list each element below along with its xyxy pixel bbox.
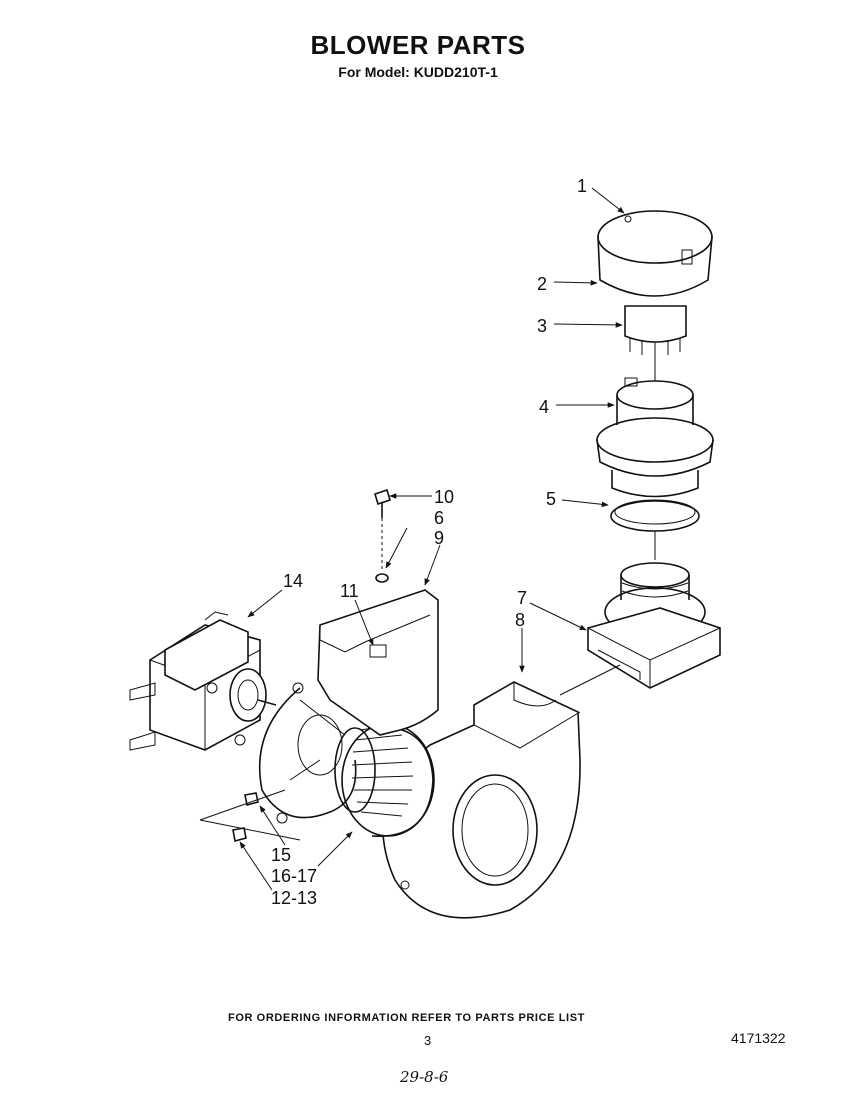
- mounting-plate-part: [317, 589, 439, 736]
- callout-10: 10: [434, 487, 454, 507]
- callout-labels: 1 2 3 4 5 7 8 10 6 9 14 11 15 16-17 12-1…: [271, 176, 587, 908]
- callout-7: 7: [517, 588, 527, 608]
- small-screws-part: [199, 789, 301, 843]
- page-number: 3: [424, 1033, 432, 1048]
- screw-washer-part: [374, 488, 391, 583]
- leader-arrows: [239, 187, 625, 891]
- callout-16-17: 16-17: [271, 866, 317, 886]
- handwritten-note: 29-8-6: [400, 1068, 449, 1086]
- page-title: BLOWER PARTS: [310, 30, 526, 60]
- callout-15: 15: [271, 845, 291, 865]
- callout-4: 4: [539, 397, 549, 417]
- terminal-block-part: [624, 305, 687, 388]
- blower-housing-part: [381, 681, 581, 919]
- model-subtitle: For Model: KUDD210T-1: [338, 64, 498, 80]
- callout-11: 11: [340, 581, 359, 601]
- ordering-note: FOR ORDERING INFORMATION REFER TO PARTS …: [228, 1012, 585, 1024]
- housing-bracket-part: [587, 562, 721, 689]
- callout-14: 14: [283, 571, 303, 591]
- document-number: 4171322: [731, 1030, 786, 1046]
- motor-part: [129, 611, 277, 751]
- callout-2: 2: [537, 274, 547, 294]
- cap-part: [597, 210, 713, 297]
- callout-1: 1: [577, 176, 587, 196]
- callout-6: 6: [434, 508, 444, 528]
- callout-12-13: 12-13: [271, 888, 317, 908]
- blower-wheel-part: [334, 723, 435, 837]
- motor-mount-disc-part: [258, 682, 357, 824]
- callout-5: 5: [546, 489, 556, 509]
- collar-part: [596, 377, 714, 498]
- callout-9: 9: [434, 528, 444, 548]
- callout-3: 3: [537, 316, 547, 336]
- callout-8: 8: [515, 610, 525, 630]
- ring-part: [610, 499, 700, 560]
